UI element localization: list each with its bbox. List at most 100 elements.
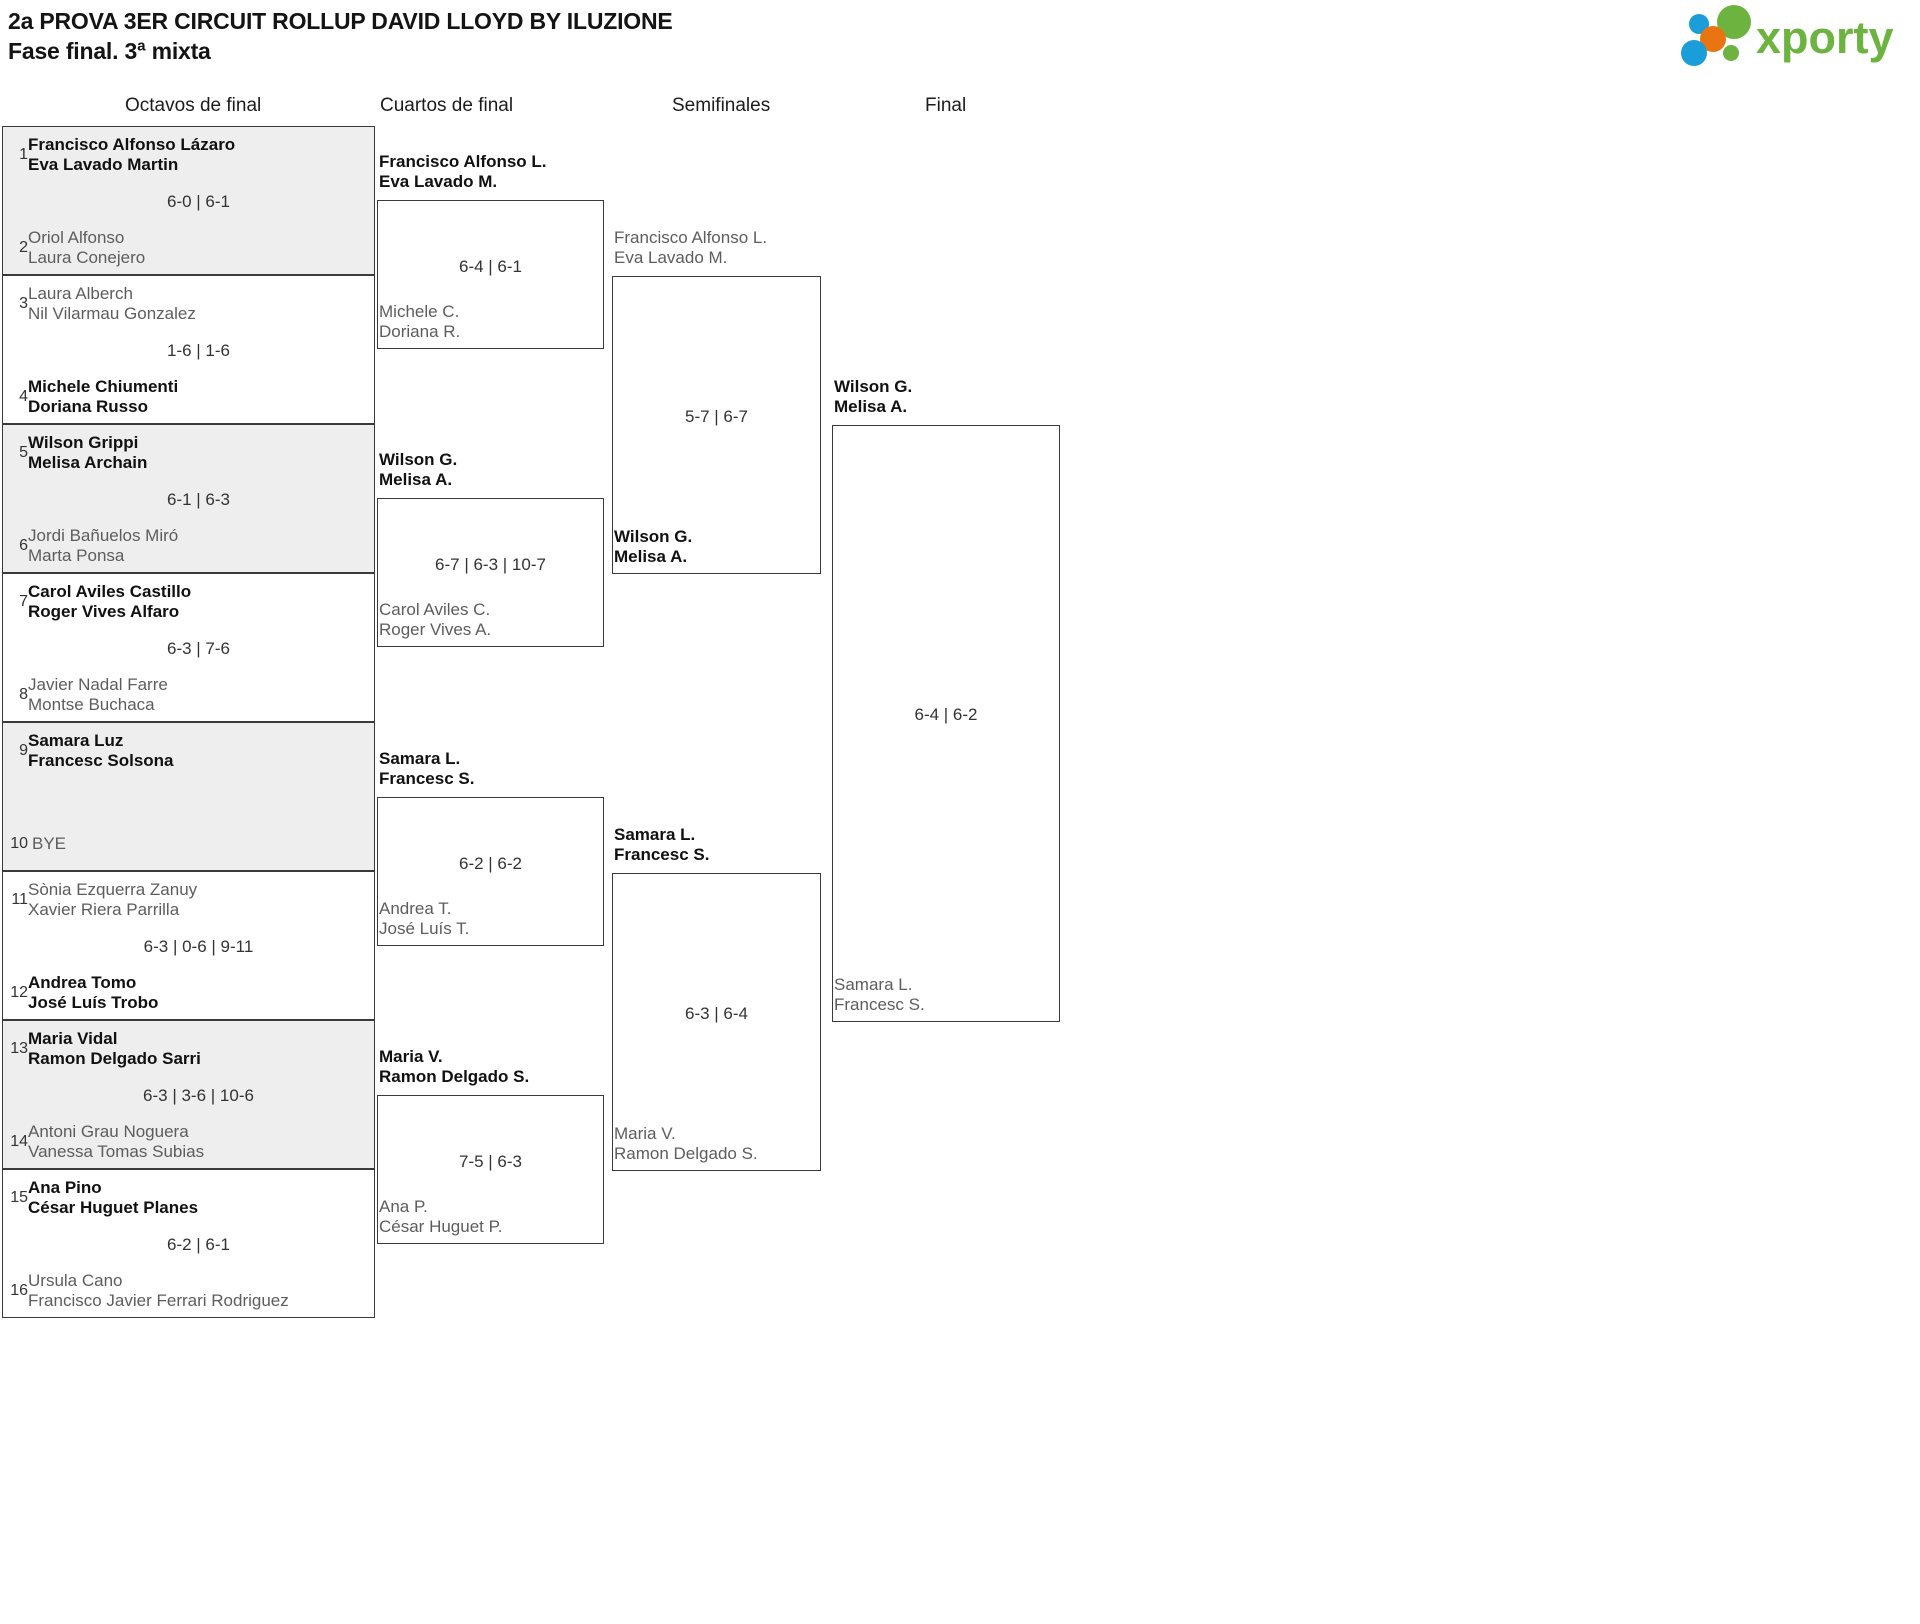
seed-number: 16 <box>10 1282 28 1299</box>
round-header-round-of-16: Octavos de final <box>125 95 262 116</box>
seed-number: 15 <box>10 1189 28 1206</box>
team-qf-4-bottom[interactable]: Ana P.César Huguet P. <box>379 1197 502 1237</box>
score-qf-3: 6-2 | 6-2 <box>458 854 522 873</box>
player-name-1: Ana Pino <box>28 1178 102 1197</box>
team-qf-3-top[interactable]: Samara L.Francesc S. <box>379 749 474 789</box>
player-name-1: Michele Chiumenti <box>28 377 179 396</box>
player-name-1: Maria V. <box>379 1047 443 1066</box>
score-r16-4: 6-3 | 7-6 <box>166 639 230 658</box>
match-box-qf-1[interactable] <box>377 200 604 349</box>
match-box-r16-1[interactable] <box>2 126 375 275</box>
round-header-quarterfinals: Cuartos de final <box>380 95 514 116</box>
logo-dot-blue-top <box>1689 14 1709 34</box>
match-box-qf-3[interactable] <box>377 797 604 946</box>
bye-label: BYE <box>32 834 67 853</box>
player-name-2: Eva Lavado Martin <box>28 155 179 174</box>
match-box-r16-7[interactable] <box>2 1020 375 1169</box>
match-box-r16-4[interactable] <box>2 573 375 722</box>
team-qf-2-top[interactable]: Wilson G.Melisa A. <box>379 450 457 490</box>
player-name-2: Melisa Archain <box>28 453 148 472</box>
player-name-2: Melisa A. <box>614 547 688 566</box>
score-sf-1: 5-7 | 6-7 <box>684 407 748 426</box>
score-final: 6-4 | 6-2 <box>914 705 978 724</box>
team-qf-2-bottom[interactable]: Carol Aviles C.Roger Vives A. <box>379 600 491 640</box>
player-name-2: José Luís Trobo <box>28 993 159 1012</box>
seed-number: 14 <box>10 1133 28 1150</box>
team-sf-2-bottom[interactable]: Maria V.Ramon Delgado S. <box>614 1124 758 1164</box>
xporty-logo: xporty <box>1672 5 1902 67</box>
page-subtitle: Fase final. 3ª mixta <box>8 38 211 64</box>
match-box-qf-4[interactable] <box>377 1095 604 1244</box>
player-name-1: Wilson Grippi <box>28 433 139 452</box>
player-name-2: Montse Buchaca <box>28 695 155 714</box>
team-qf-3-bottom[interactable]: Andrea T.José Luís T. <box>379 899 469 939</box>
match-box-r16-3[interactable] <box>2 424 375 573</box>
player-name-1: Javier Nadal Farre <box>28 675 168 694</box>
player-name-1: Wilson G. <box>834 377 913 396</box>
match-box-final[interactable] <box>832 425 1060 1022</box>
player-name-1: Samara Luz <box>28 731 124 750</box>
round-header-semifinals: Semifinales <box>672 95 771 116</box>
team-final-top[interactable]: Wilson G.Melisa A. <box>834 377 912 417</box>
match-box-r16-6[interactable] <box>2 871 375 1020</box>
player-name-2: César Huguet Planes <box>28 1198 199 1217</box>
player-name-1: Andrea Tomo <box>28 973 137 992</box>
seed-number: 8 <box>19 686 28 703</box>
player-name-1: Maria V. <box>614 1124 676 1143</box>
page-title: 2a PROVA 3ER CIRCUIT ROLLUP DAVID LLOYD … <box>8 8 673 34</box>
player-name-1: Francisco Alfonso L. <box>379 152 547 171</box>
seed-number: 2 <box>19 239 28 256</box>
player-name-2: Laura Conejero <box>28 248 146 267</box>
player-name-1: Andrea T. <box>379 899 452 918</box>
team-sf-1-bottom[interactable]: Wilson G.Melisa A. <box>614 527 692 567</box>
team-qf-4-top[interactable]: Maria V.Ramon Delgado S. <box>379 1047 529 1087</box>
player-name-1: Sònia Ezquerra Zanuy <box>28 880 198 899</box>
match-box-sf-2[interactable] <box>612 873 821 1171</box>
logo-wordmark: xporty <box>1756 12 1894 63</box>
page-header: 2a PROVA 3ER CIRCUIT ROLLUP DAVID LLOYD … <box>0 0 1920 82</box>
player-name-2: Francesc S. <box>834 995 925 1014</box>
player-name-2: Vanessa Tomas Subias <box>28 1142 205 1161</box>
player-name-2: Ramon Delgado Sarri <box>28 1049 201 1068</box>
player-name-2: José Luís T. <box>379 919 470 938</box>
player-name-2: Francesc Solsona <box>28 751 174 770</box>
seed-number: 4 <box>19 388 28 405</box>
match-box-qf-2[interactable] <box>377 498 604 647</box>
team-final-bottom[interactable]: Samara L.Francesc S. <box>834 975 925 1015</box>
team-sf-1-top[interactable]: Francisco Alfonso L.Eva Lavado M. <box>614 228 767 268</box>
match-box-r16-8[interactable] <box>2 1169 375 1318</box>
team-qf-1-bottom[interactable]: Michele C.Doriana R. <box>379 302 460 342</box>
team-sf-2-top[interactable]: Samara L.Francesc S. <box>614 825 709 865</box>
player-name-2: Roger Vives Alfaro <box>28 602 180 621</box>
player-name-2: Melisa A. <box>834 397 908 416</box>
player-name-2: Doriana R. <box>379 322 461 341</box>
match-box-r16-2[interactable] <box>2 275 375 424</box>
player-name-1: Michele C. <box>379 302 460 321</box>
match-box-r16-5[interactable] <box>2 722 375 871</box>
player-name-2: Xavier Riera Parrilla <box>28 900 180 919</box>
player-name-2: Roger Vives A. <box>379 620 492 639</box>
player-name-2: Francesc S. <box>614 845 710 864</box>
player-name-2: Eva Lavado M. <box>379 172 498 191</box>
seed-number: 12 <box>10 984 28 1001</box>
match-box-sf-1[interactable] <box>612 276 821 574</box>
player-name-2: Ramon Delgado S. <box>614 1144 758 1163</box>
team-qf-1-top[interactable]: Francisco Alfonso L.Eva Lavado M. <box>379 152 547 192</box>
player-name-1: Jordi Bañuelos Miró <box>28 526 179 545</box>
seed-number: 10 <box>10 835 28 852</box>
